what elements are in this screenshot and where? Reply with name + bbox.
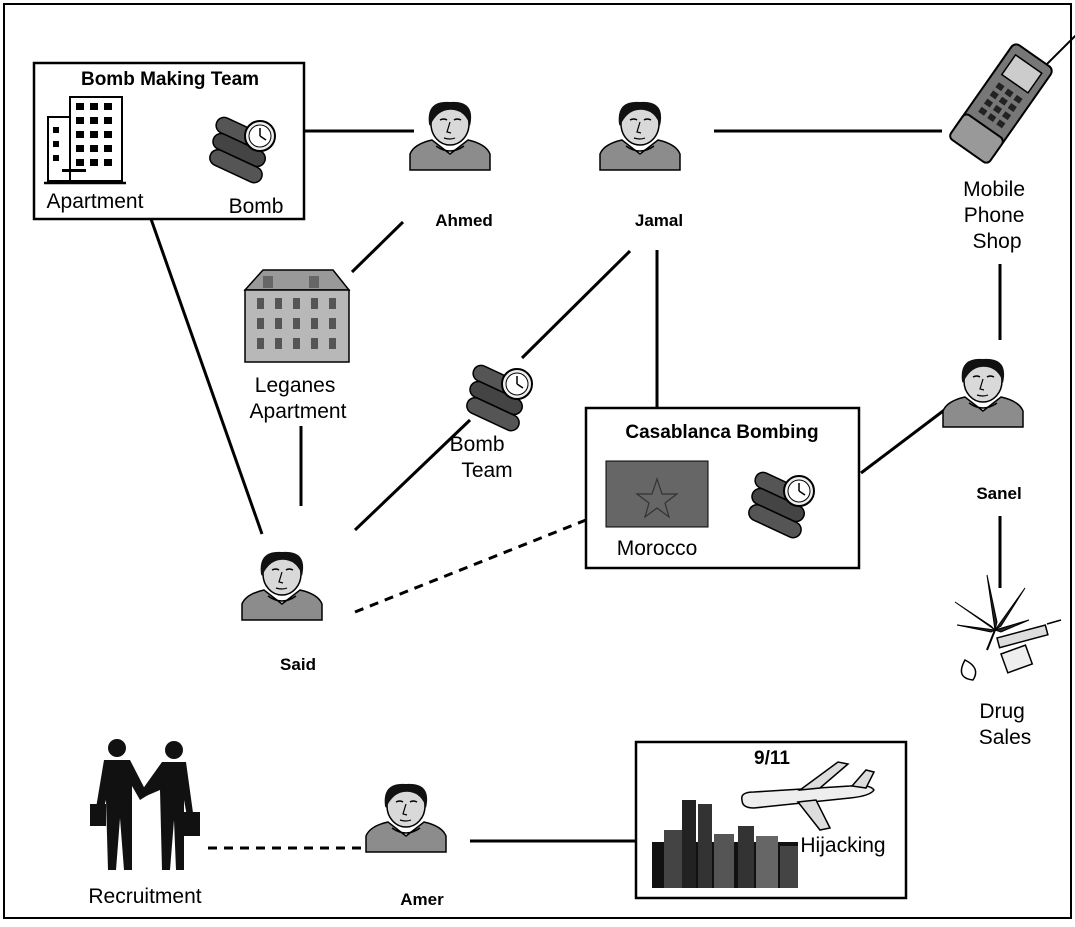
person-ahmed-name: Ahmed (435, 211, 493, 230)
person-jamal-name: Jamal (635, 211, 683, 230)
mobile-phone-shop-label: Mobile Phone Shop (963, 178, 1031, 253)
bomb-making-team-title: Bomb Making Team (81, 69, 259, 90)
link-bomb-jamal (520, 249, 632, 360)
person-said-icon (241, 551, 323, 621)
leganes-line1: Leganes (255, 374, 336, 397)
recruitment-handshake-icon (90, 739, 200, 870)
airplane-icon (741, 761, 876, 831)
leganes-line2: Apartment (250, 400, 347, 423)
person-ahmed-icon (409, 101, 491, 171)
hijacking-label: Hijacking (800, 834, 885, 857)
recruitment-label: Recruitment (88, 885, 201, 908)
person-amer-name: Amer (400, 890, 444, 909)
person-jamal-icon (599, 101, 681, 171)
person-said-name: Said (280, 655, 316, 674)
link-said-casablanca (354, 518, 587, 614)
connections (149, 129, 1002, 850)
bomb-making-team-box: Bomb Making Team Apartment Bomb (32, 61, 306, 221)
leganes-apartment-label: Leganes Apartment (250, 374, 347, 423)
bomb-team-icon (463, 361, 533, 435)
bomb-team-label: Bomb Team (450, 433, 513, 482)
link-bombteambox-said (149, 218, 264, 535)
bomb-team-line1: Bomb (450, 433, 505, 456)
mobile-phone-shop-line1: Mobile (963, 178, 1025, 201)
apartment-building-icon (44, 96, 126, 185)
date-911-label: 9/11 (754, 748, 790, 769)
drug-sales-line1: Drug (979, 700, 1025, 723)
casablanca-bombing-box: Casablanca Bombing Morocco (584, 406, 861, 570)
person-sanel-icon (942, 358, 1024, 428)
person-amer-icon (365, 783, 447, 853)
drug-sales-icon (954, 574, 1062, 681)
morocco-flag-icon (605, 460, 709, 528)
diagram-border (3, 3, 1072, 919)
bomb-label: Bomb (229, 195, 284, 218)
apartment-label: Apartment (47, 190, 144, 213)
mobile-phone-shop-line2: Phone (964, 204, 1025, 227)
drug-sales-line2: Sales (979, 726, 1032, 749)
link-said-bomb (353, 418, 472, 532)
drug-sales-label: Drug Sales (979, 700, 1032, 749)
morocco-label: Morocco (617, 537, 698, 560)
link-ahmed-leganes (350, 220, 405, 274)
person-sanel-name: Sanel (976, 484, 1021, 503)
hijacking-911-box: 9/11 Hijacking (634, 740, 908, 900)
skyline-icon (652, 800, 798, 888)
link-casablanca-sanel (860, 403, 952, 475)
mobile-phone-shop-line3: Shop (972, 230, 1021, 253)
leganes-building-icon (243, 269, 351, 363)
mobile-phone-icon (949, 34, 1075, 164)
casablanca-bombing-title: Casablanca Bombing (625, 422, 818, 443)
bomb-team-line2: Team (461, 459, 512, 482)
